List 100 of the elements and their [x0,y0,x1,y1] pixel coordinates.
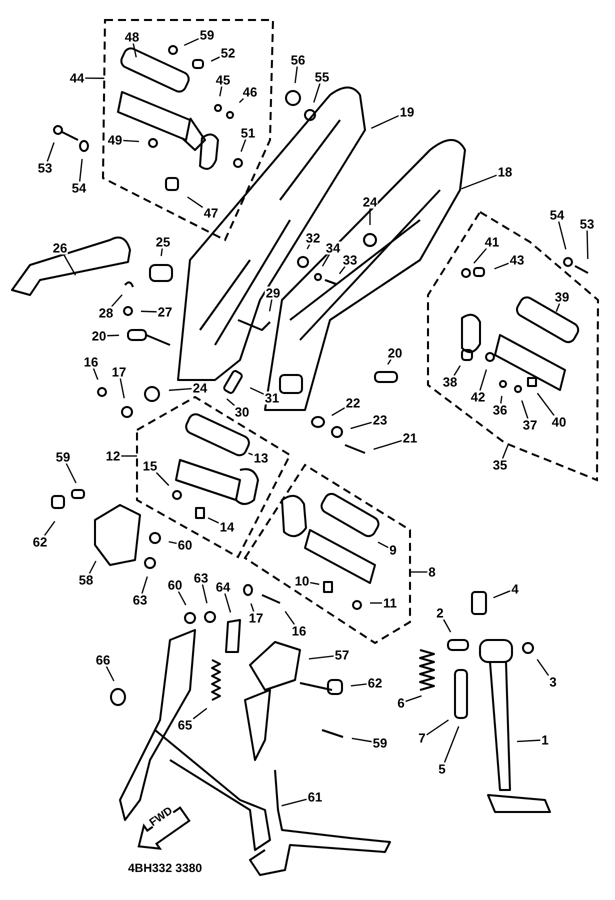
callout-number: 1 [540,734,550,746]
leader-line [443,619,452,632]
leader-line [536,659,550,676]
callout-number: 59 [54,450,72,464]
leader-line [210,56,220,62]
callout-number: 49 [106,134,124,146]
callout-number: 64 [214,580,232,594]
callout-number: 16 [290,624,308,638]
leader-line [373,440,402,450]
leader-line [202,584,208,604]
leader-line [141,576,148,594]
leader-line [370,115,400,129]
leader-line [282,798,307,806]
callout-number: 59 [372,736,388,750]
part-code: 4BH332 3380 [128,861,202,875]
leader-line [240,139,246,152]
leader-line [268,299,272,312]
leader-line [250,387,264,395]
leader-line [369,208,371,225]
leader-line [121,455,137,457]
leader-line [405,695,422,702]
callout-number: 30 [234,406,250,418]
leader-line [156,472,170,486]
callout-number: 60 [166,578,184,592]
callout-number: 35 [492,458,508,472]
callout-number: 14 [218,520,236,534]
leader-line [284,611,295,625]
callout-number: 52 [220,46,236,60]
callout-number: 23 [372,414,388,426]
callout-number: 60 [176,538,194,552]
callout-number: 7 [417,732,427,744]
callout-number: 63 [192,572,210,584]
leader-line [350,422,372,430]
leader-line [106,666,114,682]
leader-line [521,400,528,419]
callout-number: 18 [496,166,514,178]
leader-line [294,66,298,84]
leader-line [350,683,367,687]
leader-line [556,303,560,312]
leader-line [178,591,186,606]
callout-number: 58 [78,574,94,586]
leader-line [123,140,140,142]
callout-number: 53 [36,162,54,174]
callout-number: 21 [402,432,418,444]
callout-number: 15 [142,460,158,472]
leader-line [79,158,83,182]
leader-line [306,244,310,250]
leader-line [444,726,460,763]
leader-line [46,142,55,162]
leader-line [107,334,120,336]
callout-number: 57 [334,648,350,662]
callout-number: 61 [306,790,324,804]
callout-number: 45 [214,74,232,86]
leader-line [331,407,346,416]
callout-number: 34 [324,242,342,254]
callout-number: 40 [550,416,568,428]
callout-number: 5 [437,762,447,776]
callout-number: 54 [70,182,88,194]
callout-number: 27 [156,306,174,318]
callout-number: 38 [442,376,458,388]
leader-line [160,248,163,256]
callout-number: 26 [52,242,68,254]
callout-number: 63 [132,594,148,606]
callout-number: 20 [386,346,404,360]
callout-number: 17 [248,612,264,624]
leader-line [502,444,509,459]
leader-line [208,517,220,524]
callout-number: 3 [548,676,558,688]
callout-number: 56 [290,54,306,66]
callout-number: 36 [492,404,508,416]
leader-line [187,196,204,208]
leader-line [192,708,208,720]
callout-number: 2 [435,606,445,620]
leader-line [493,590,511,598]
callout-number: 59 [198,28,216,42]
callout-number: 39 [554,290,570,304]
leader-line [66,463,77,484]
leader-line [310,582,320,585]
callout-number: 19 [398,106,416,118]
callout-number: 51 [240,126,256,140]
callout-number: 17 [110,366,128,378]
callout-number: 10 [294,574,310,588]
leader-line [516,740,540,742]
leader-line [85,77,104,79]
leader-line [140,310,157,312]
callout-number: 11 [382,596,398,610]
callout-number: 46 [242,86,258,98]
callout-number: 4 [510,582,520,596]
callout-number: 28 [98,306,114,320]
callout-number: 41 [484,236,500,248]
callout-number: 20 [90,330,108,342]
callout-number: 9 [388,544,398,556]
callout-number: 12 [104,450,122,462]
callout-number: 42 [470,390,486,404]
callout-number: 32 [304,232,322,244]
leader-line [132,43,137,58]
callout-number: 53 [578,218,596,230]
leader-line [92,368,98,380]
callout-number: 29 [264,286,282,300]
callout-number: 16 [82,356,100,368]
